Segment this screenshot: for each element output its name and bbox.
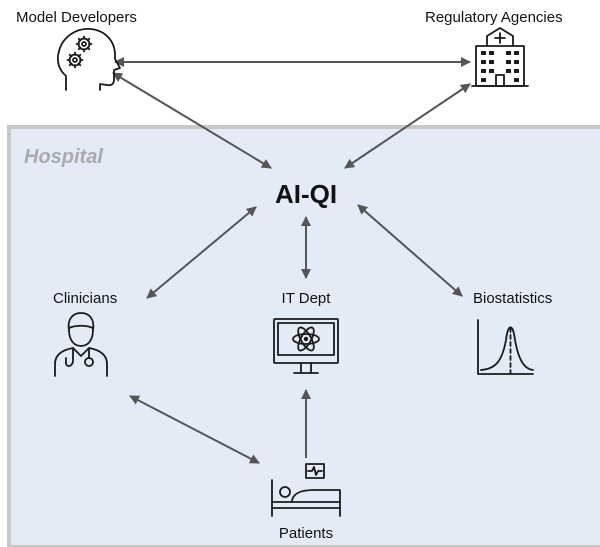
monitor-atom-icon [273,318,339,374]
doctor-icon [54,312,108,377]
head-gears-icon [56,28,121,91]
patients-label: Patients [279,525,333,542]
bell-curve-icon [477,319,534,375]
ai-qi-label: AI-QI [275,179,337,209]
clinicians-label: Clinicians [53,290,117,307]
hospital-building-icon [471,27,529,87]
arrow-aiqi-clinicians [146,206,257,299]
arrow-developers-aiqi [112,72,272,169]
model-developers-label: Model Developers [16,9,137,26]
arrow-clinicians-patients [129,395,260,464]
arrow-regulatory-aiqi [344,83,471,169]
it-dept-label: IT Dept [282,290,332,307]
regulatory-agencies-label: Regulatory Agencies [425,9,563,26]
hospital-label: Hospital [24,146,103,168]
arrow-aiqi-biostatistics [357,204,463,297]
biostatistics-label: Biostatistics [473,290,552,307]
hospital-bed-icon [271,463,341,517]
hospital-region [7,125,600,547]
